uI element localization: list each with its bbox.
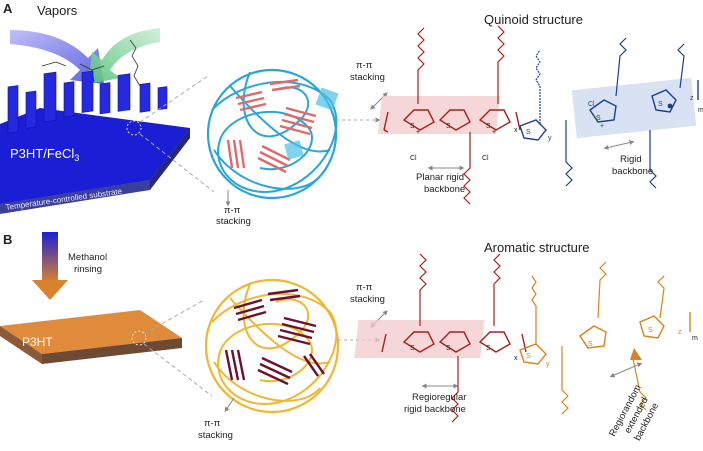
svg-text:z: z: [678, 329, 682, 336]
svg-text:m: m: [698, 107, 703, 114]
stacking-label-b2-top: π-π: [356, 282, 373, 293]
svg-text:Cl: Cl: [588, 101, 595, 108]
zoom-line-b-top: [143, 299, 205, 335]
film-label-a: P3HT/FeCl3: [10, 146, 79, 163]
svg-text:S: S: [526, 129, 531, 136]
zoom-line-a-bottom: [139, 133, 215, 193]
regiorandom-label: Regiorandom extended backbone: [607, 383, 661, 443]
vapor-arrow-left: [10, 30, 104, 84]
vapor-arrow-right: [88, 28, 160, 84]
rigid-arrow: [603, 140, 635, 150]
regiorandom-arrow: [609, 362, 643, 378]
orange-film: [0, 310, 182, 364]
rinse-label-2: rinsing: [74, 264, 102, 275]
svg-text:x: x: [514, 355, 518, 362]
aromatic-title: Aromatic structure: [484, 240, 589, 255]
aromatic-structure: S S S S S S x y z m: [354, 253, 698, 423]
rinse-label-1: Methanol: [68, 252, 107, 263]
svg-text:+: +: [416, 129, 420, 136]
stacking-label-a2-bottom: stacking: [350, 72, 385, 83]
regioregular-label-2: rigid backbone: [404, 404, 466, 415]
undoped-chain-coil: [204, 278, 340, 414]
panel-a-letter: A: [3, 1, 13, 16]
svg-text:z: z: [690, 95, 694, 102]
svg-text:+: +: [600, 123, 604, 130]
svg-text:S: S: [446, 345, 451, 352]
stacking-label-a2-top: π-π: [356, 60, 373, 71]
svg-text:y: y: [548, 135, 552, 142]
planar-label-2: backbone: [424, 184, 465, 195]
stacking-label-b2-bottom: stacking: [350, 294, 385, 305]
stacking-label-a1-top: π-π: [224, 205, 241, 216]
stacking-label-a1-bottom: stacking: [216, 216, 251, 227]
rinse-arrow-shaft: [42, 232, 58, 282]
svg-text:S: S: [446, 123, 451, 130]
stacking-label-b1-bottom: stacking: [198, 430, 233, 441]
svg-text:S: S: [486, 345, 491, 352]
svg-text:x: x: [514, 127, 518, 134]
planar-label-1: Planar rigid: [416, 172, 464, 183]
stacking-label-b1-top: π-π: [204, 418, 221, 429]
quinoid-title: Quinoid structure: [484, 12, 583, 27]
film-label-b: P3HT: [22, 335, 53, 349]
svg-text:y: y: [546, 361, 550, 368]
rinse-arrow-head: [32, 280, 68, 300]
svg-text:S: S: [648, 327, 653, 334]
svg-text:m: m: [692, 335, 698, 342]
zoom-line-b-bottom: [143, 343, 213, 397]
svg-text:S: S: [596, 115, 601, 122]
svg-text:S: S: [486, 123, 491, 130]
svg-text:S: S: [658, 101, 663, 108]
panel-b-letter: B: [3, 232, 12, 247]
doped-chain-coil: [206, 68, 339, 200]
regioregular-label-1: Regioregular: [412, 392, 466, 403]
stacking-arrow-b1: [224, 397, 235, 413]
svg-text:S: S: [410, 123, 415, 130]
svg-text:+: +: [492, 129, 496, 136]
svg-text:S: S: [588, 341, 593, 348]
svg-text:S: S: [410, 345, 415, 352]
rigid-label-1: Rigid: [620, 154, 642, 165]
rigid-label-2: backbone: [612, 166, 653, 177]
svg-text:Cl: Cl: [410, 155, 417, 162]
svg-text:Cl: Cl: [482, 155, 489, 162]
quinoid-structure: S S S S S S + + + Cl Cl Cl x y z m: [377, 25, 703, 205]
vapors-label: Vapors: [37, 3, 78, 18]
blue-film: [0, 70, 190, 214]
svg-text:S: S: [526, 353, 531, 360]
